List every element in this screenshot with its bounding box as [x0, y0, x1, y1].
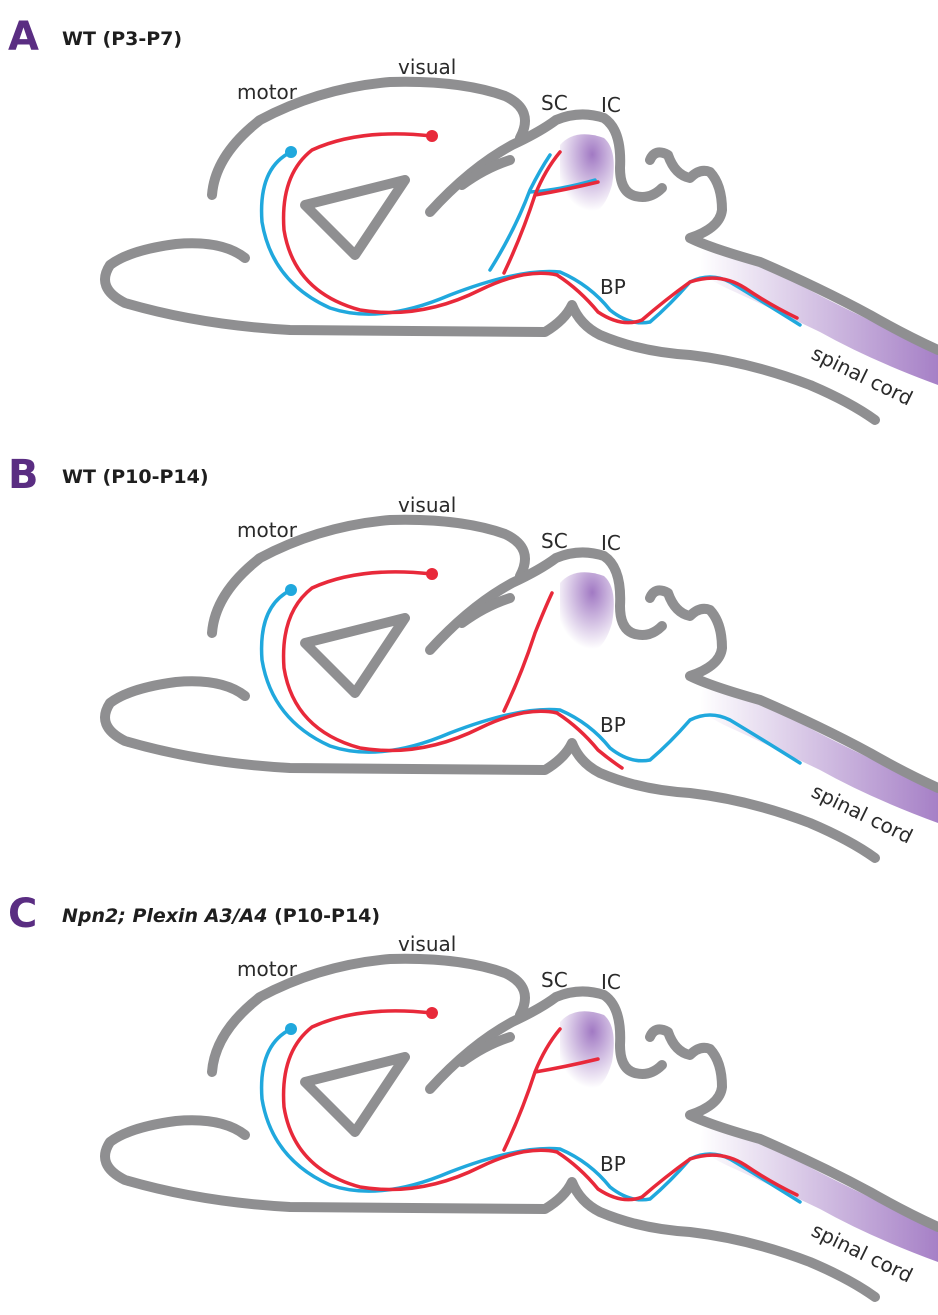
red-axon	[284, 1007, 797, 1200]
brain-diagram: C Npn2; Plexin A3/A4 (P10-P14) motor vis…	[0, 877, 938, 1315]
label-superior-colliculus: SC	[541, 968, 568, 992]
red-neuron-soma	[426, 568, 438, 580]
panel-letter: B	[8, 452, 39, 498]
panel-letter: A	[8, 14, 39, 60]
blue-neuron-soma	[285, 584, 297, 596]
label-motor: motor	[237, 957, 298, 981]
ventricle-outline	[305, 618, 405, 693]
brain-outline	[105, 82, 938, 420]
label-basilar-pons: BP	[600, 1152, 626, 1176]
midbrain-outline	[430, 991, 662, 1089]
panel-c-npn2-plexin-mutant-p10-p14: C Npn2; Plexin A3/A4 (P10-P14) motor vis…	[0, 877, 938, 1315]
panel-letter: C	[8, 891, 37, 937]
red-axon	[284, 130, 797, 323]
label-basilar-pons: BP	[600, 713, 626, 737]
label-basilar-pons: BP	[600, 275, 626, 299]
label-visual: visual	[398, 493, 456, 517]
panel-title: Npn2; Plexin A3/A4 (P10-P14)	[62, 905, 380, 927]
panel-title: WT (P10-P14)	[62, 466, 209, 488]
brain-outline	[105, 959, 938, 1297]
brain-diagram: A WT (P3-P7) motor visual SC IC BP spina…	[0, 0, 938, 438]
label-inferior-colliculus: IC	[601, 970, 621, 994]
ventricle-outline	[305, 1057, 405, 1132]
blue-neuron-soma	[285, 1023, 297, 1035]
label-visual: visual	[398, 932, 456, 956]
panel-a-wildtype-p3-p7: A WT (P3-P7) motor visual SC IC BP spina…	[0, 0, 938, 438]
inferior-colliculus-target-shading	[560, 134, 614, 215]
red-axon-main-tract	[284, 134, 797, 323]
label-visual: visual	[398, 55, 456, 79]
label-superior-colliculus: SC	[541, 529, 568, 553]
ventricle-outline	[305, 180, 405, 255]
midbrain-outline	[430, 552, 662, 650]
label-motor: motor	[237, 80, 298, 104]
label-motor: motor	[237, 518, 298, 542]
panel-b-wildtype-p10-p14: B WT (P10-P14) motor visual SC IC BP spi…	[0, 438, 938, 876]
red-axon-main-tract	[284, 1011, 797, 1200]
brain-diagram: B WT (P10-P14) motor visual SC IC BP spi…	[0, 438, 938, 876]
label-inferior-colliculus: IC	[601, 93, 621, 117]
red-axon-collateral	[504, 593, 552, 711]
label-inferior-colliculus: IC	[601, 531, 621, 555]
red-neuron-soma	[426, 1007, 438, 1019]
inferior-colliculus-target-shading	[560, 1011, 614, 1092]
red-neuron-soma	[426, 130, 438, 142]
label-superior-colliculus: SC	[541, 91, 568, 115]
blue-neuron-soma	[285, 146, 297, 158]
inferior-colliculus-target-shading	[560, 572, 614, 653]
brain-outline	[105, 520, 938, 858]
panel-title: WT (P3-P7)	[62, 28, 182, 50]
